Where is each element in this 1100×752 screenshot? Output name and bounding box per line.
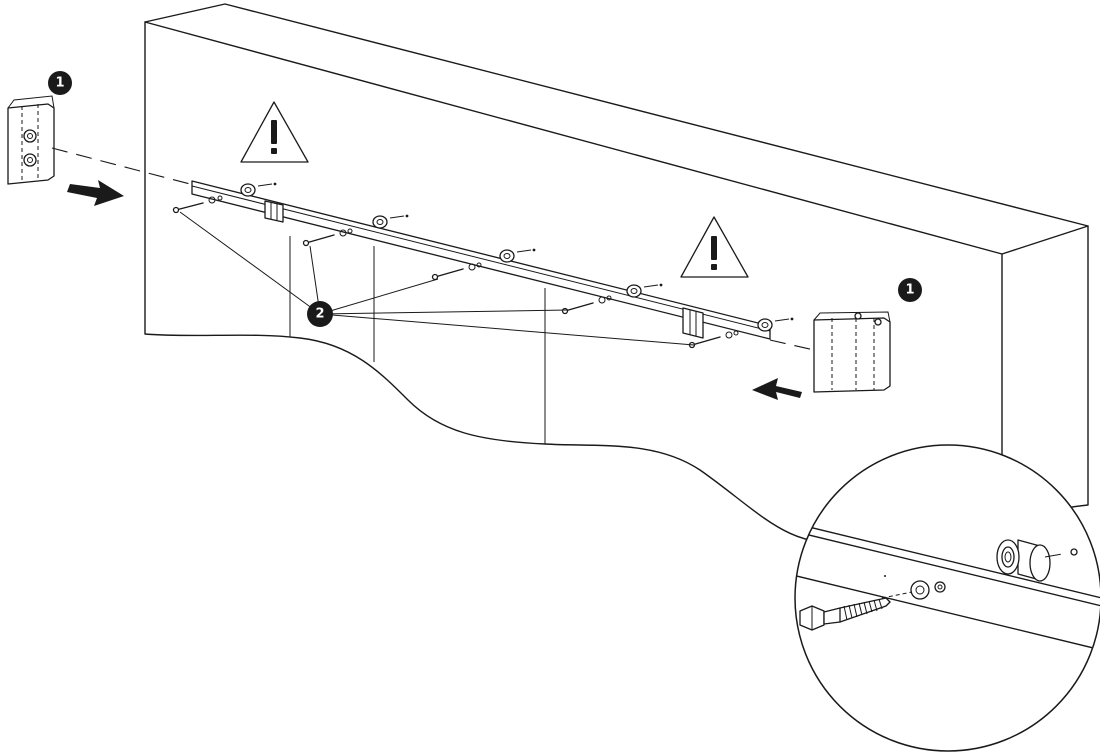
rail-spacer bbox=[626, 283, 663, 298]
callout-label: 2 bbox=[315, 307, 324, 322]
callout-2-leaders bbox=[179, 211, 695, 346]
alignment-line-right bbox=[769, 339, 815, 351]
lag-screw bbox=[688, 330, 739, 349]
insertion-arrow-icon bbox=[752, 378, 802, 400]
callout-label: 1 bbox=[55, 76, 64, 91]
bracket-left bbox=[7, 95, 55, 185]
callout-label: 1 bbox=[905, 283, 914, 298]
insertion-arrow-icon bbox=[67, 180, 124, 206]
lag-screw bbox=[561, 295, 612, 315]
callout-badge-2: 2 bbox=[307, 301, 333, 327]
bracket-right bbox=[813, 311, 891, 393]
rail-edge bbox=[191, 185, 771, 332]
callout-badge-1-right: 1 bbox=[898, 278, 922, 302]
rail bbox=[191, 180, 771, 340]
lag-screw bbox=[302, 228, 353, 247]
rail-stopper-right bbox=[682, 307, 704, 339]
alignment-line-left bbox=[51, 147, 191, 185]
rail-bar bbox=[191, 180, 771, 340]
lag-screw bbox=[172, 195, 223, 214]
warning-triangle-icon bbox=[240, 101, 309, 163]
spacer-row bbox=[240, 182, 794, 332]
lag-screw bbox=[431, 262, 482, 281]
warning-triangle-icon bbox=[680, 216, 749, 278]
wall-top-face bbox=[144, 3, 1089, 255]
rail-spacer bbox=[372, 214, 409, 229]
lag-screw-row bbox=[172, 195, 739, 349]
rail-spacer bbox=[240, 182, 277, 197]
rail-spacer bbox=[499, 248, 536, 263]
callout-badge-1-left: 1 bbox=[48, 71, 72, 95]
rail-spacer bbox=[757, 317, 794, 332]
rail-stopper-left bbox=[264, 200, 284, 223]
detail-magnifier bbox=[794, 444, 1100, 752]
detail-spacer bbox=[996, 539, 1078, 582]
detail-lag-screw bbox=[799, 597, 891, 631]
